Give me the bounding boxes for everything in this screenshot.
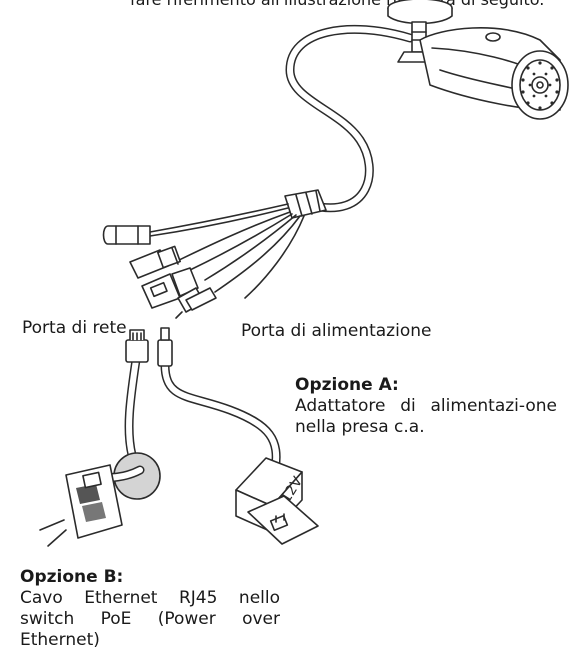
main-cable — [285, 24, 415, 213]
rj45-socket-icon — [141, 267, 199, 309]
dc-socket-icon — [102, 225, 151, 245]
wall-outlet-icon — [247, 495, 319, 545]
top-caption: fare riferimento all'illustrazione ripor… — [130, 0, 544, 10]
rj45-connector-icon — [125, 329, 149, 363]
audio-connector-icon — [129, 245, 181, 279]
poe-switch-icon — [39, 464, 123, 547]
cable-splitter — [284, 189, 327, 219]
option-a-title: Opzione A: — [295, 375, 399, 395]
breakout-cables — [149, 203, 305, 299]
option-a-description: Adattatore di alimentazi-one nella presa… — [295, 396, 557, 437]
option-b-title: Opzione B: — [20, 567, 124, 587]
bullet-camera-icon — [419, 27, 569, 120]
option-b-description: Cavo Ethernet RJ45 nello switch PoE (Pow… — [20, 588, 280, 650]
dc-plug-icon — [157, 327, 173, 367]
power-plug-icon — [175, 287, 217, 319]
network-port-label: Porta di rete — [22, 318, 127, 338]
power-port-label: Porta di alimentazione — [241, 321, 432, 341]
power-cable — [160, 360, 281, 475]
